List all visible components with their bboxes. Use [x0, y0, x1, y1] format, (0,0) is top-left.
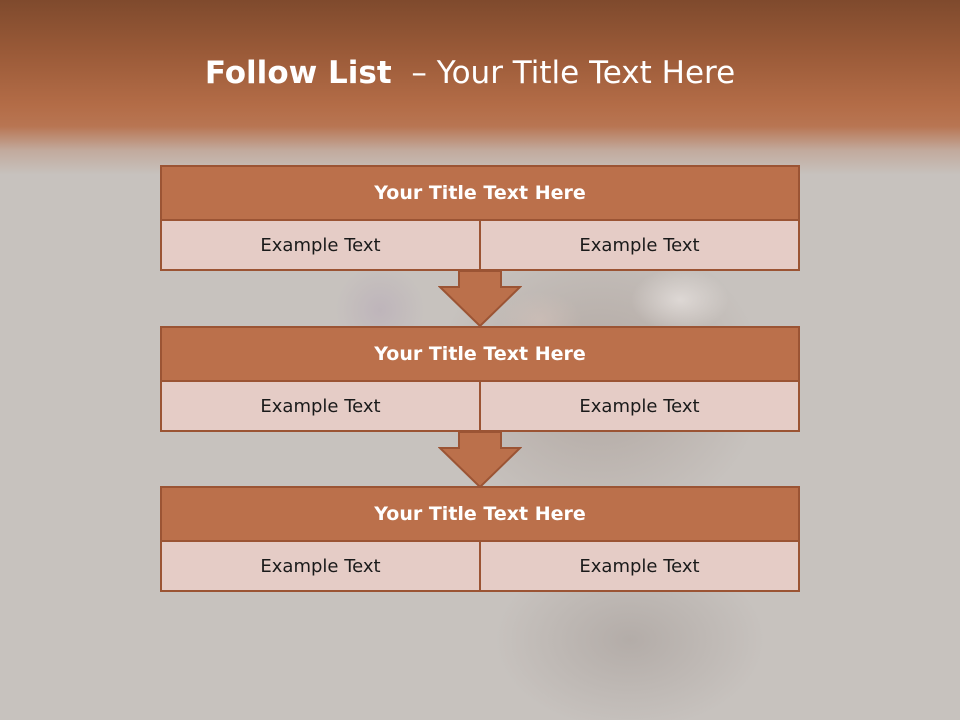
down-arrow-icon — [438, 270, 522, 328]
block-cell-left: Example Text — [260, 555, 381, 577]
header-band — [0, 0, 960, 175]
block-cell-right: Example Text — [479, 542, 798, 590]
block-cell-left: Example Text — [260, 395, 381, 417]
block-cell-right: Example Text — [479, 221, 798, 269]
slide-title: Follow List – Your Title Text Here — [0, 55, 950, 91]
slide-title-bold: Follow List — [204, 55, 392, 91]
down-arrow-icon — [438, 431, 522, 489]
list-block-1: Your Title Text Here Example Text Exampl… — [160, 165, 800, 271]
slide-title-rest: – Your Title Text Here — [391, 55, 736, 91]
block-title: Your Title Text Here — [160, 165, 800, 221]
block-row: Example Text Example Text — [160, 382, 800, 432]
list-block-2: Your Title Text Here Example Text Exampl… — [160, 326, 800, 432]
block-row: Example Text Example Text — [160, 221, 800, 271]
block-title: Your Title Text Here — [160, 486, 800, 542]
block-title: Your Title Text Here — [160, 326, 800, 382]
list-block-3: Your Title Text Here Example Text Exampl… — [160, 486, 800, 592]
block-cell-left: Example Text — [260, 234, 381, 256]
block-row: Example Text Example Text — [160, 542, 800, 592]
block-cell-right: Example Text — [479, 382, 798, 430]
